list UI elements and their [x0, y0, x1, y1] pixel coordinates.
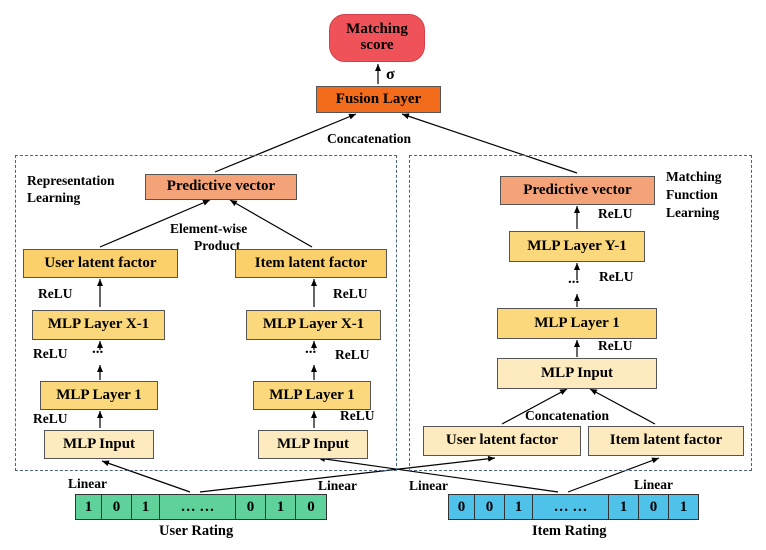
user-mlp-layer-1-node: MLP Layer 1 [40, 381, 158, 410]
representation-learning-region [15, 155, 397, 471]
representation-title-line2: Learning [27, 190, 81, 205]
user-rating-cell: 1 [76, 495, 102, 519]
matching-function-learning-region [409, 155, 752, 471]
matching-title-line2: Function [666, 187, 718, 202]
user-mlp-layer-x-node: MLP Layer X-1 [32, 310, 165, 340]
arrow-item-rating-to-item-input [317, 456, 559, 493]
item-latent-factor-node: Item latent factor [235, 249, 387, 278]
arrow-left-predictive-to-fusion [214, 113, 357, 173]
item-rating-cell: 0 [639, 495, 669, 519]
right-user-latent-factor-node: User latent factor [423, 426, 581, 456]
sigma-label: σ [386, 66, 395, 83]
linear-label-user-right: Linear [318, 478, 357, 493]
item-mlp-layer-1-node: MLP Layer 1 [253, 381, 371, 410]
user-relu-label-2: ReLU [33, 346, 68, 361]
user-rating-cell: 0 [102, 495, 132, 519]
user-rating-cell: 1 [132, 495, 160, 519]
right-dots: ... [568, 271, 580, 287]
right-relu-label-3: ReLU [598, 338, 633, 353]
matching-title-line1: Matching [666, 169, 722, 184]
arrow-user-latent-to-predictive [99, 199, 211, 248]
right-relu-label-1: ReLU [598, 206, 633, 221]
right-concatenation-label: Concatenation [525, 408, 609, 423]
matching-score-label: Matching score [346, 21, 408, 53]
item-dots: ... [305, 341, 317, 357]
item-rating-vector: 0 0 1 … … 1 0 1 [448, 494, 699, 520]
user-rating-vector: 1 0 1 … … 0 1 0 [75, 494, 327, 520]
user-rating-cell: … … [160, 495, 236, 519]
user-rating-cell: 1 [266, 495, 296, 519]
right-mlp-input-label: MLP Input [540, 364, 614, 381]
user-mlp-input-label: MLP Input [62, 435, 136, 452]
item-rating-cell: 0 [449, 495, 475, 519]
linear-label-item-right: Linear [634, 477, 673, 492]
user-mlp-layer-1-label: MLP Layer 1 [56, 386, 142, 403]
user-rating-label: User Rating [159, 523, 234, 539]
arrow-right-user-latent-to-input [501, 388, 568, 425]
right-relu-label-2: ReLU [599, 269, 634, 284]
item-rating-cell: 1 [679, 498, 688, 515]
right-mlp-layer-1-label: MLP Layer 1 [534, 314, 620, 331]
item-relu-label-2: ReLU [335, 347, 370, 362]
right-item-latent-factor-label: Item latent factor [609, 432, 723, 449]
arrow-user-rating-to-user-input [101, 460, 191, 493]
right-user-latent-factor-label: User latent factor [445, 432, 559, 449]
fusion-layer-label: Fusion Layer [335, 90, 422, 107]
item-mlp-layer-x-label: MLP Layer X-1 [262, 316, 365, 333]
user-mlp-layer-x-label: MLP Layer X-1 [47, 316, 150, 333]
matching-score-node: Matching score [329, 14, 425, 62]
right-predictive-vector-label: Predictive vector [523, 181, 632, 198]
item-latent-factor-label: Item latent factor [254, 254, 368, 271]
item-mlp-input-label: MLP Input [276, 435, 350, 452]
item-rating-cell: 1 [505, 495, 533, 519]
top-concatenation-label: Concatenation [327, 131, 411, 146]
item-rating-cell: 0 [475, 495, 505, 519]
user-relu-label-3: ReLU [33, 411, 68, 426]
left-predictive-vector-label: Predictive vector [166, 178, 276, 195]
right-predictive-vector-node: Predictive vector [500, 176, 655, 205]
right-mlp-input-node: MLP Input [497, 358, 657, 389]
user-latent-factor-node: User latent factor [23, 249, 178, 278]
right-mlp-layer-1-node: MLP Layer 1 [497, 308, 657, 339]
item-relu-label-1: ReLU [333, 286, 368, 301]
mlp-layer-y-node: MLP Layer Y-1 [509, 231, 645, 262]
arrow-item-latent-to-predictive [229, 199, 313, 248]
right-item-latent-factor-node: Item latent factor [588, 426, 744, 456]
user-latent-factor-label: User latent factor [44, 254, 157, 271]
item-rating-label: Item Rating [532, 523, 607, 539]
linear-label-item-left: Linear [409, 478, 448, 493]
user-relu-label-1: ReLU [38, 286, 73, 301]
item-mlp-input-node: MLP Input [258, 430, 368, 459]
arrow-right-predictive-to-fusion [401, 113, 578, 174]
element-wise-label: Element-wise [170, 221, 248, 236]
arrow-right-item-latent-to-input [589, 388, 656, 425]
user-dots: ... [92, 341, 104, 357]
mlp-layer-y-label: MLP Layer Y-1 [527, 237, 627, 254]
matching-title-line3: Learning [666, 205, 720, 220]
linear-label-user-left: Linear [68, 476, 107, 491]
arrow-item-rating-to-right-item-latent [567, 457, 660, 493]
fusion-layer-node: Fusion Layer [316, 86, 441, 113]
user-rating-cell: 0 [307, 498, 315, 515]
item-mlp-layer-x-node: MLP Layer X-1 [246, 310, 381, 340]
representation-title-line1: Representation [27, 173, 115, 188]
arrow-user-rating-to-right-user-latent [199, 455, 496, 493]
item-rating-cell: 1 [609, 495, 639, 519]
item-relu-label-3: ReLU [340, 408, 375, 423]
item-rating-cell: … … [533, 495, 609, 519]
product-label: Product [194, 238, 241, 253]
item-mlp-layer-1-label: MLP Layer 1 [269, 386, 355, 403]
user-mlp-input-node: MLP Input [44, 430, 154, 459]
user-rating-cell: 0 [236, 495, 266, 519]
arrow-group [97, 64, 660, 493]
left-predictive-vector-node: Predictive vector [145, 174, 297, 200]
